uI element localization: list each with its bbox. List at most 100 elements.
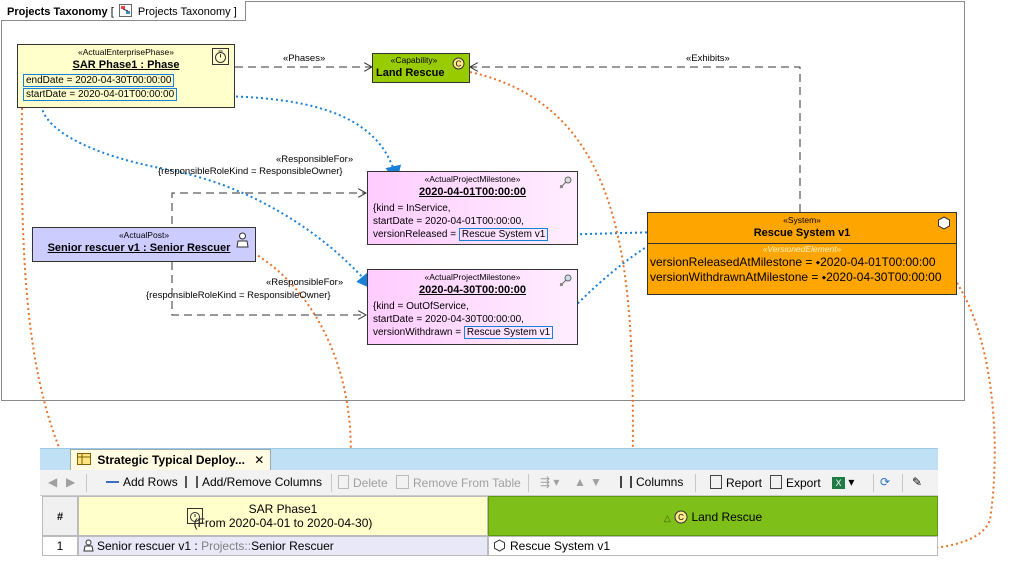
responsible-edge-1 xyxy=(171,193,366,237)
trace-post-to-row xyxy=(235,243,352,552)
post-cell-qualifier: Projects:: xyxy=(201,539,252,553)
add-remove-columns-button[interactable]: Add/Remove Columns xyxy=(185,475,322,489)
frame-title-ref: Projects Taxonomy xyxy=(137,6,231,18)
table-row-post-cell[interactable]: Senior rescuer v1 : Projects::Senior Res… xyxy=(78,536,488,556)
responsible-label-2: «ResponsibleFor» xyxy=(266,277,344,288)
responsible-kind-2: {responsibleRoleKind = ResponsibleOwner} xyxy=(146,290,331,301)
trace-cap-to-column xyxy=(469,71,641,522)
excel-icon[interactable]: X ▾ xyxy=(832,475,854,489)
milestone-1-icon xyxy=(559,176,572,189)
phase-start-date[interactable]: startDate = 2020-04-01T00:00:00 xyxy=(23,88,178,101)
milestone-1-start: startDate = 2020-04-01T00:00:00, xyxy=(373,216,524,227)
settings-icon[interactable]: ✎ xyxy=(912,475,923,489)
phase-element[interactable]: «ActualEnterprisePhase» SAR Phase1 : Pha… xyxy=(17,44,235,108)
report-button[interactable]: Report xyxy=(710,475,762,490)
system-section-stereotype: «VersionedElement» xyxy=(762,244,842,254)
add-rows-button[interactable]: Add Rows xyxy=(106,475,178,489)
capability-icon: C xyxy=(674,510,688,524)
milestone-icon: ⬩ xyxy=(821,270,827,284)
system-withdrawn-label: versionWithdrawnAtMilestone = xyxy=(650,270,819,284)
export-icon xyxy=(770,475,782,489)
milestone-icon: ⬩ xyxy=(815,255,821,269)
exhibits-label: «Exhibits» xyxy=(686,53,730,64)
system-released-label: versionReleasedAtMilestone = xyxy=(650,255,813,269)
capability-stereotype: «Capability» xyxy=(390,55,438,65)
remove-from-table-button[interactable]: Remove From Table xyxy=(396,475,521,490)
milestone-2-start: startDate = 2020-04-30T00:00:00, xyxy=(373,314,524,325)
post-name: Senior rescuer v1 : Senior Rescuer xyxy=(47,242,231,254)
person-icon xyxy=(236,232,249,248)
export-button[interactable]: Export xyxy=(770,475,821,490)
svg-text:C: C xyxy=(678,513,684,522)
phase-column-header[interactable]: SAR Phase1 (From 2020-04-01 to 2020-04-3… xyxy=(78,496,488,536)
table-tab[interactable]: Strategic Typical Deploy... ✕ xyxy=(70,449,272,470)
close-icon[interactable]: ✕ xyxy=(254,453,265,467)
delete-button[interactable]: Delete xyxy=(338,475,388,490)
capability-element[interactable]: «Capability» Land Rescue C xyxy=(372,53,470,83)
expand-icon[interactable]: ⇶ ▾ xyxy=(540,475,560,489)
columns-plus-icon xyxy=(185,476,198,488)
system-hexagon-icon xyxy=(938,216,950,230)
responsible-edge-2 xyxy=(171,262,366,315)
responsible-label-1: «ResponsibleFor» xyxy=(276,154,354,165)
exhibits-edge xyxy=(470,67,801,212)
responsible-kind-1: {responsibleRoleKind = ResponsibleOwner} xyxy=(158,166,343,177)
diagram-icon xyxy=(118,4,132,17)
diagram-frame-title[interactable]: Projects Taxonomy [ Projects Taxonomy ] xyxy=(1,1,246,21)
milestone-2-kind: {kind = OutOfService, xyxy=(373,301,469,312)
add-rows-icon xyxy=(106,476,119,488)
post-element[interactable]: «ActualPost» Senior rescuer v1 : Senior … xyxy=(32,227,256,262)
capability-column-header[interactable]: △ C Land Rescue xyxy=(488,496,938,536)
table-row-system-cell[interactable]: Rescue System v1 xyxy=(488,536,938,556)
phase-name: SAR Phase1 : Phase xyxy=(72,59,180,71)
system-hexagon-icon xyxy=(494,539,505,552)
milestone-1-stereotype: «ActualProjectMilestone» xyxy=(424,174,521,184)
capability-column-title: Land Rescue xyxy=(691,510,763,524)
back-icon[interactable]: ◀ xyxy=(48,475,58,489)
remove-icon xyxy=(396,475,409,489)
milestone-2-name: 2020-04-30T00:00:00 xyxy=(418,284,527,296)
sort-icon: △ xyxy=(663,513,671,523)
milestone-1-element[interactable]: «ActualProjectMilestone» 2020-04-01T00:0… xyxy=(367,171,578,245)
milestone-2-icon xyxy=(559,274,572,287)
milestone-2-element[interactable]: «ActualProjectMilestone» 2020-04-30T00:0… xyxy=(367,269,578,345)
post-cell-type: Senior Rescuer xyxy=(251,539,334,553)
move-up-icon[interactable]: ▲ xyxy=(574,475,586,489)
system-withdrawn-value[interactable]: 2020-04-30T00:00:00 xyxy=(826,270,942,284)
post-stereotype: «ActualPost» xyxy=(118,230,170,240)
trash-icon xyxy=(338,475,349,489)
phase-column-title: SAR Phase1 xyxy=(248,502,318,516)
trace-start-to-m1 xyxy=(205,95,402,182)
trace-end-to-m2 xyxy=(40,83,373,290)
frame-title: Projects Taxonomy xyxy=(7,6,108,18)
milestone-1-version-label: versionReleased = xyxy=(373,229,457,240)
phase-timer-icon xyxy=(212,48,229,65)
phase-timer-icon xyxy=(187,508,203,524)
columns-icon xyxy=(620,476,632,488)
milestone-2-stereotype: «ActualProjectMilestone» xyxy=(424,272,521,282)
report-icon xyxy=(710,475,722,489)
row-number-header: # xyxy=(42,496,78,536)
milestone-1-name: 2020-04-01T00:00:00 xyxy=(418,186,527,198)
table-icon xyxy=(77,453,91,465)
move-down-icon[interactable]: ▼ xyxy=(590,475,602,489)
capability-icon: C xyxy=(452,57,465,70)
row-number[interactable]: 1 xyxy=(42,536,78,556)
refresh-icon[interactable]: ⟳ xyxy=(880,475,891,489)
capability-name: Land Rescue xyxy=(376,67,445,79)
phase-end-date[interactable]: endDate = 2020-04-30T00:00:00 xyxy=(23,74,175,87)
system-released-value[interactable]: 2020-04-01T00:00:00 xyxy=(820,255,936,269)
milestone-2-version-value[interactable]: Rescue System v1 xyxy=(463,326,554,339)
person-icon xyxy=(83,539,94,552)
milestone-1-version-value[interactable]: Rescue System v1 xyxy=(458,228,549,241)
milestone-1-kind: {kind = InService, xyxy=(373,203,451,214)
table-tab-label: Strategic Typical Deploy... xyxy=(97,453,245,467)
phase-column-range: (From 2020-04-01 to 2020-04-30) xyxy=(193,516,373,530)
forward-icon[interactable]: ▶ xyxy=(66,475,76,489)
system-name: Rescue System v1 xyxy=(753,227,851,239)
svg-text:C: C xyxy=(456,60,462,69)
system-element[interactable]: «System» Rescue System v1 «VersionedElem… xyxy=(647,212,957,295)
columns-button[interactable]: Columns xyxy=(620,475,683,489)
phase-stereotype: «ActualEnterprisePhase» xyxy=(78,47,174,57)
table-toolbar: ◀ ▶ Add Rows Add/Remove Columns Delete R… xyxy=(40,470,938,496)
